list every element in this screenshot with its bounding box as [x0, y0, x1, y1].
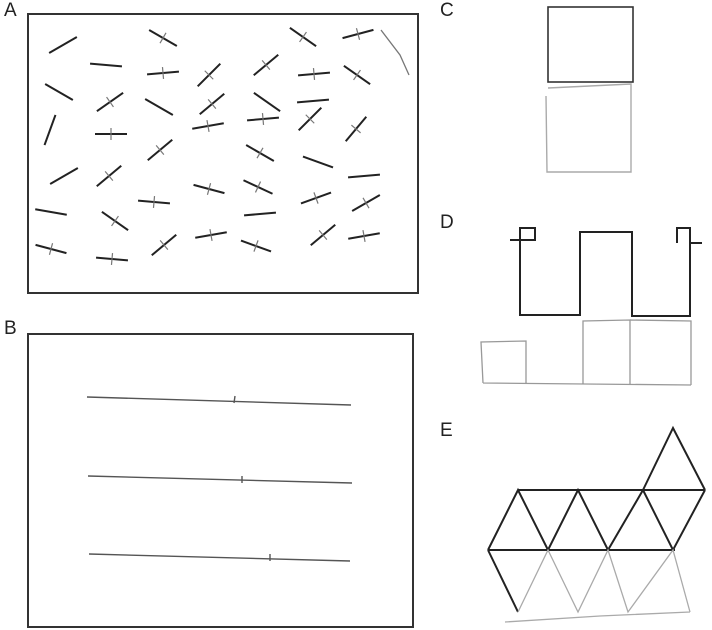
cancellation-mark [111, 215, 119, 227]
panel-label-b: B [4, 318, 17, 339]
bisection-line-1 [86, 396, 352, 406]
copied-triangles [504, 548, 691, 623]
cancellation-mark [362, 197, 370, 209]
stimulus-line [347, 173, 381, 179]
line-cancellation-panel [27, 13, 419, 294]
stimulus-line [243, 211, 277, 217]
panel-label-c: C [440, 0, 454, 21]
cancellation-mark [155, 145, 165, 155]
cancellation-mark [48, 243, 54, 255]
cancellation-mark [261, 60, 271, 70]
model-square [547, 6, 634, 83]
cancellation-mark [355, 28, 361, 40]
cancellation-mark [206, 119, 210, 133]
model-castle [510, 227, 702, 317]
cancellation-mark [207, 99, 217, 109]
bisection-mark-1 [233, 395, 236, 404]
cancellation-mark [299, 31, 307, 43]
copied-castle [480, 319, 692, 386]
cancellation-mark [110, 252, 114, 266]
stimulus-line [296, 98, 330, 104]
stimulus-line [253, 92, 281, 112]
cancellation-mark [313, 192, 319, 204]
stimulus-line [44, 83, 74, 101]
stimulus-line [48, 36, 78, 54]
line-bisection-panel [27, 333, 414, 628]
model-triangles [487, 425, 706, 613]
cancellation-mark [159, 32, 167, 44]
cancellation-mark [362, 229, 366, 243]
cancellation-mark [204, 70, 214, 80]
cancellation-mark [256, 147, 264, 159]
cancellation-mark [209, 228, 213, 242]
cancellation-mark [312, 67, 316, 81]
stimulus-line [302, 155, 334, 169]
cancellation-mark [159, 240, 169, 250]
cancellation-mark [152, 195, 156, 209]
cancellation-mark [106, 96, 114, 108]
stimulus-line [144, 98, 174, 116]
cancellation-mark [253, 240, 259, 252]
square-copy-panel [545, 6, 634, 173]
cancellation-mark [305, 114, 315, 124]
cancellation-mark [351, 124, 361, 134]
panel-label-a: A [4, 0, 17, 21]
cancellation-mark [104, 171, 114, 181]
stimulus-line [89, 62, 123, 68]
cancellation-mark [254, 181, 262, 193]
cancellation-mark [206, 183, 212, 195]
stimulus-line [43, 114, 57, 146]
cancellation-mark [353, 69, 361, 81]
panel-label-e: E [440, 420, 453, 441]
panel-label-d: D [440, 212, 454, 233]
castle-copy-panel [480, 227, 702, 386]
stimulus-line [35, 208, 67, 216]
cancellation-mark [318, 230, 328, 240]
copied-square [545, 83, 632, 173]
bisection-line-2 [87, 475, 353, 484]
triangle-copy-panel [487, 425, 706, 623]
cancellation-mark [261, 112, 265, 126]
cancellation-mark [161, 66, 165, 80]
stimulus-line [49, 167, 79, 185]
bisection-line-3 [88, 553, 351, 562]
stray-mark [380, 29, 410, 76]
